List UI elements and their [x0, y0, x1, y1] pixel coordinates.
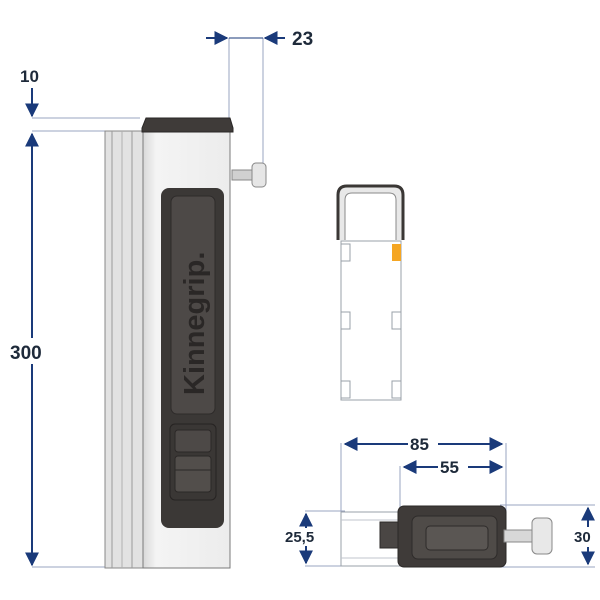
side-view-body	[340, 240, 402, 401]
top-view: 85 55 25,5 30	[284, 432, 598, 568]
front-view: Kinnegrip. 10 300 23	[10, 29, 313, 569]
top-cap	[141, 117, 234, 133]
side-view	[336, 184, 405, 401]
dim-label-85: 85	[410, 435, 429, 454]
dim-label-30: 30	[574, 529, 591, 546]
lock-cylinder[interactable]	[174, 455, 212, 493]
handle[interactable]	[170, 195, 216, 415]
dim-label-25-5: 25,5	[285, 529, 314, 546]
dim-label-10: 10	[20, 67, 39, 86]
brand-logo: Kinnegrip.	[179, 252, 211, 395]
profile-strip	[104, 130, 146, 569]
accent-marker	[392, 244, 401, 261]
dim-label-55: 55	[440, 458, 459, 477]
side-pin	[231, 162, 267, 188]
dim-label-23: 23	[292, 29, 313, 50]
top-view-pin	[503, 529, 535, 543]
dim-label-300: 300	[10, 343, 42, 364]
